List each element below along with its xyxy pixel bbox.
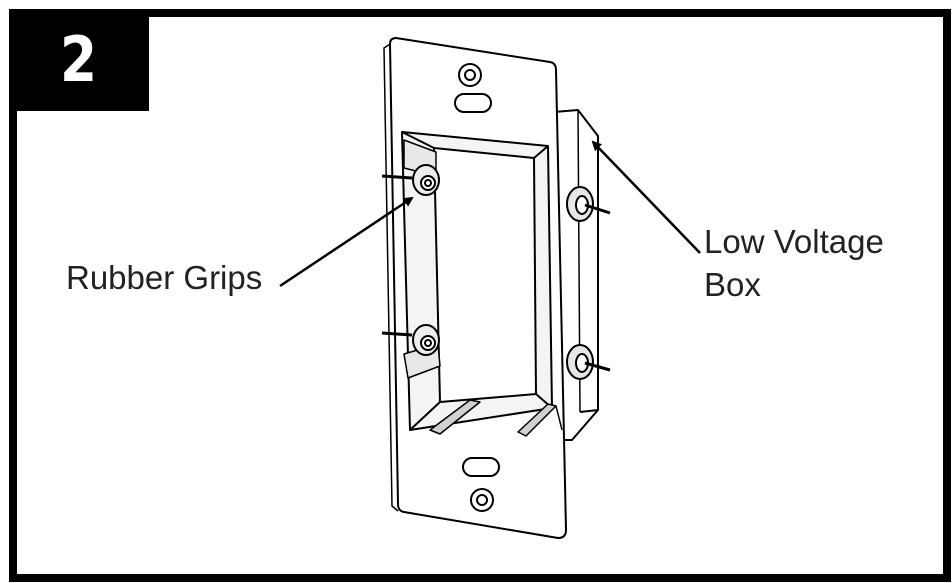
- side-screw-bottom: [566, 344, 611, 380]
- rubber-grips-label: Rubber Grips: [66, 259, 263, 296]
- bottom-screw-hole: [470, 488, 494, 512]
- step-badge: 2: [9, 9, 149, 111]
- step-number: 2: [60, 23, 98, 96]
- rubber-grip-top: [381, 164, 440, 196]
- bottom-slot: [462, 457, 500, 477]
- top-screw-hole: [458, 63, 482, 87]
- low-voltage-box-label-line1: Low Voltage: [704, 223, 884, 260]
- low-voltage-box-label-line2: Box: [704, 265, 761, 303]
- side-screw-top: [566, 186, 611, 222]
- rubber-grip-bottom: [381, 324, 440, 356]
- box-opening: [401, 131, 563, 437]
- rubber-grips-arrow: [279, 196, 414, 288]
- low-voltage-box-label: Low Voltage Box: [704, 221, 884, 307]
- top-slot: [454, 93, 492, 113]
- low-voltage-box-arrow: [591, 140, 701, 254]
